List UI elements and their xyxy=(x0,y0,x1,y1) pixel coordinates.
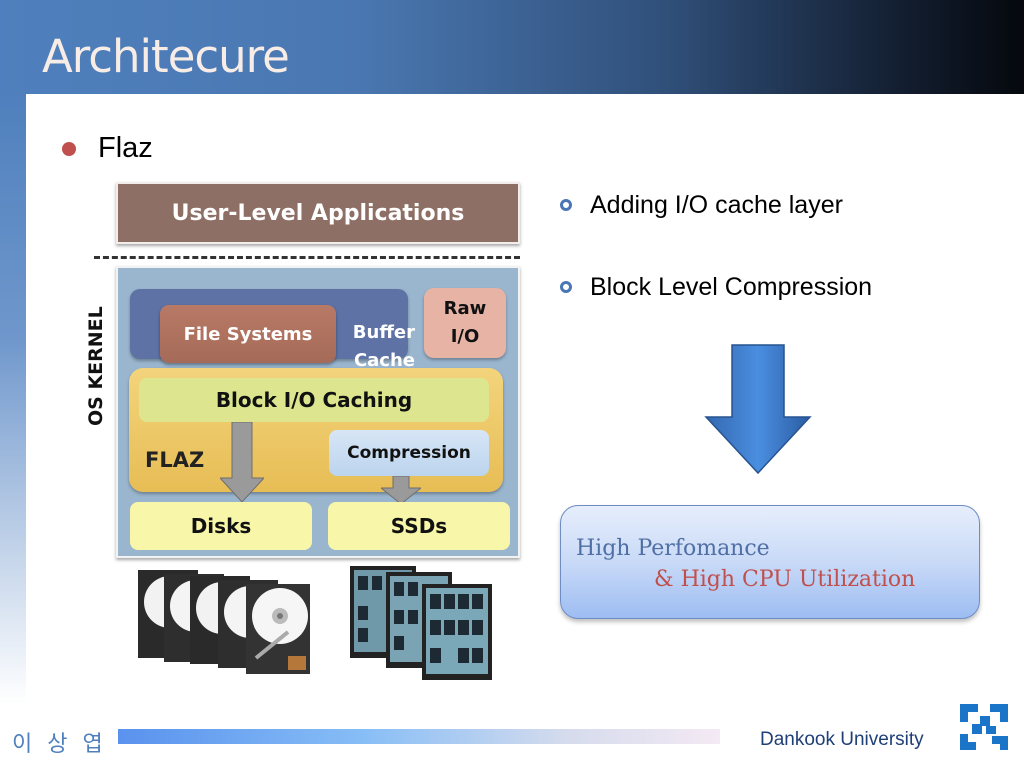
dankook-logo-icon xyxy=(960,704,1008,750)
raw-io-line1: Raw xyxy=(443,298,487,319)
university-name: Dankook University xyxy=(760,729,924,750)
user-kernel-divider xyxy=(94,256,520,259)
file-systems-box: File Systems xyxy=(160,305,336,363)
result-box: High Perfomance & High CPU Utilization xyxy=(560,505,980,619)
ring-bullet-icon xyxy=(560,199,572,211)
os-kernel-box: File Systems Buffer Cache Raw I/O Block … xyxy=(116,266,520,558)
ssds-box: SSDs xyxy=(328,502,510,550)
author-name: 이 상 엽 xyxy=(12,732,107,757)
arrow-to-disks-icon xyxy=(220,422,264,502)
result-line-cpu: & High CPU Utilization xyxy=(654,567,916,592)
block-io-caching-box: Block I/O Caching xyxy=(139,378,489,422)
raw-io-box: Raw I/O xyxy=(424,288,506,358)
buffer-cache-label: Buffer Cache xyxy=(345,319,415,375)
arrow-to-ssds-icon xyxy=(381,476,421,504)
solid-state-drive-stack-icon xyxy=(350,566,492,680)
left-accent-strip xyxy=(0,94,26,704)
header-band xyxy=(0,0,1024,94)
sub-bullet-item: Block Level Compression xyxy=(560,272,872,302)
hard-disk-drive-stack-icon xyxy=(138,570,310,674)
bullet-dot-icon xyxy=(62,141,76,156)
flaz-group: Block I/O Caching FLAZ Compression xyxy=(129,368,503,492)
disks-box: Disks xyxy=(130,502,312,550)
compression-box: Compression xyxy=(329,430,489,476)
sub-bullet-item: Adding I/O cache layer xyxy=(560,190,872,220)
user-level-applications-box: User-Level Applications xyxy=(116,182,520,244)
ring-bullet-icon xyxy=(560,281,572,293)
main-bullet: Flaz xyxy=(62,132,153,165)
main-bullet-text: Flaz xyxy=(98,132,153,164)
buffer-cache-line1: Buffer xyxy=(352,322,415,343)
sub-bullet-text: Block Level Compression xyxy=(590,272,873,301)
os-kernel-label: OS KERNEL xyxy=(85,306,107,426)
buffer-cache-group: File Systems Buffer Cache xyxy=(130,289,415,371)
sub-bullet-text: Adding I/O cache layer xyxy=(590,190,843,219)
slide-title: Architecure xyxy=(42,30,290,83)
raw-io-line2: I/O xyxy=(450,326,480,347)
flaz-label: FLAZ xyxy=(145,448,205,472)
sub-bullet-list: Adding I/O cache layer Block Level Compr… xyxy=(560,190,872,354)
down-arrow-icon xyxy=(704,344,812,475)
buffer-cache-line2: Cache xyxy=(353,350,415,371)
result-line-performance: High Perfomance xyxy=(576,536,770,561)
architecture-diagram: User-Level Applications OS KERNEL File S… xyxy=(85,176,528,566)
footer-gradient-bar xyxy=(118,729,720,744)
